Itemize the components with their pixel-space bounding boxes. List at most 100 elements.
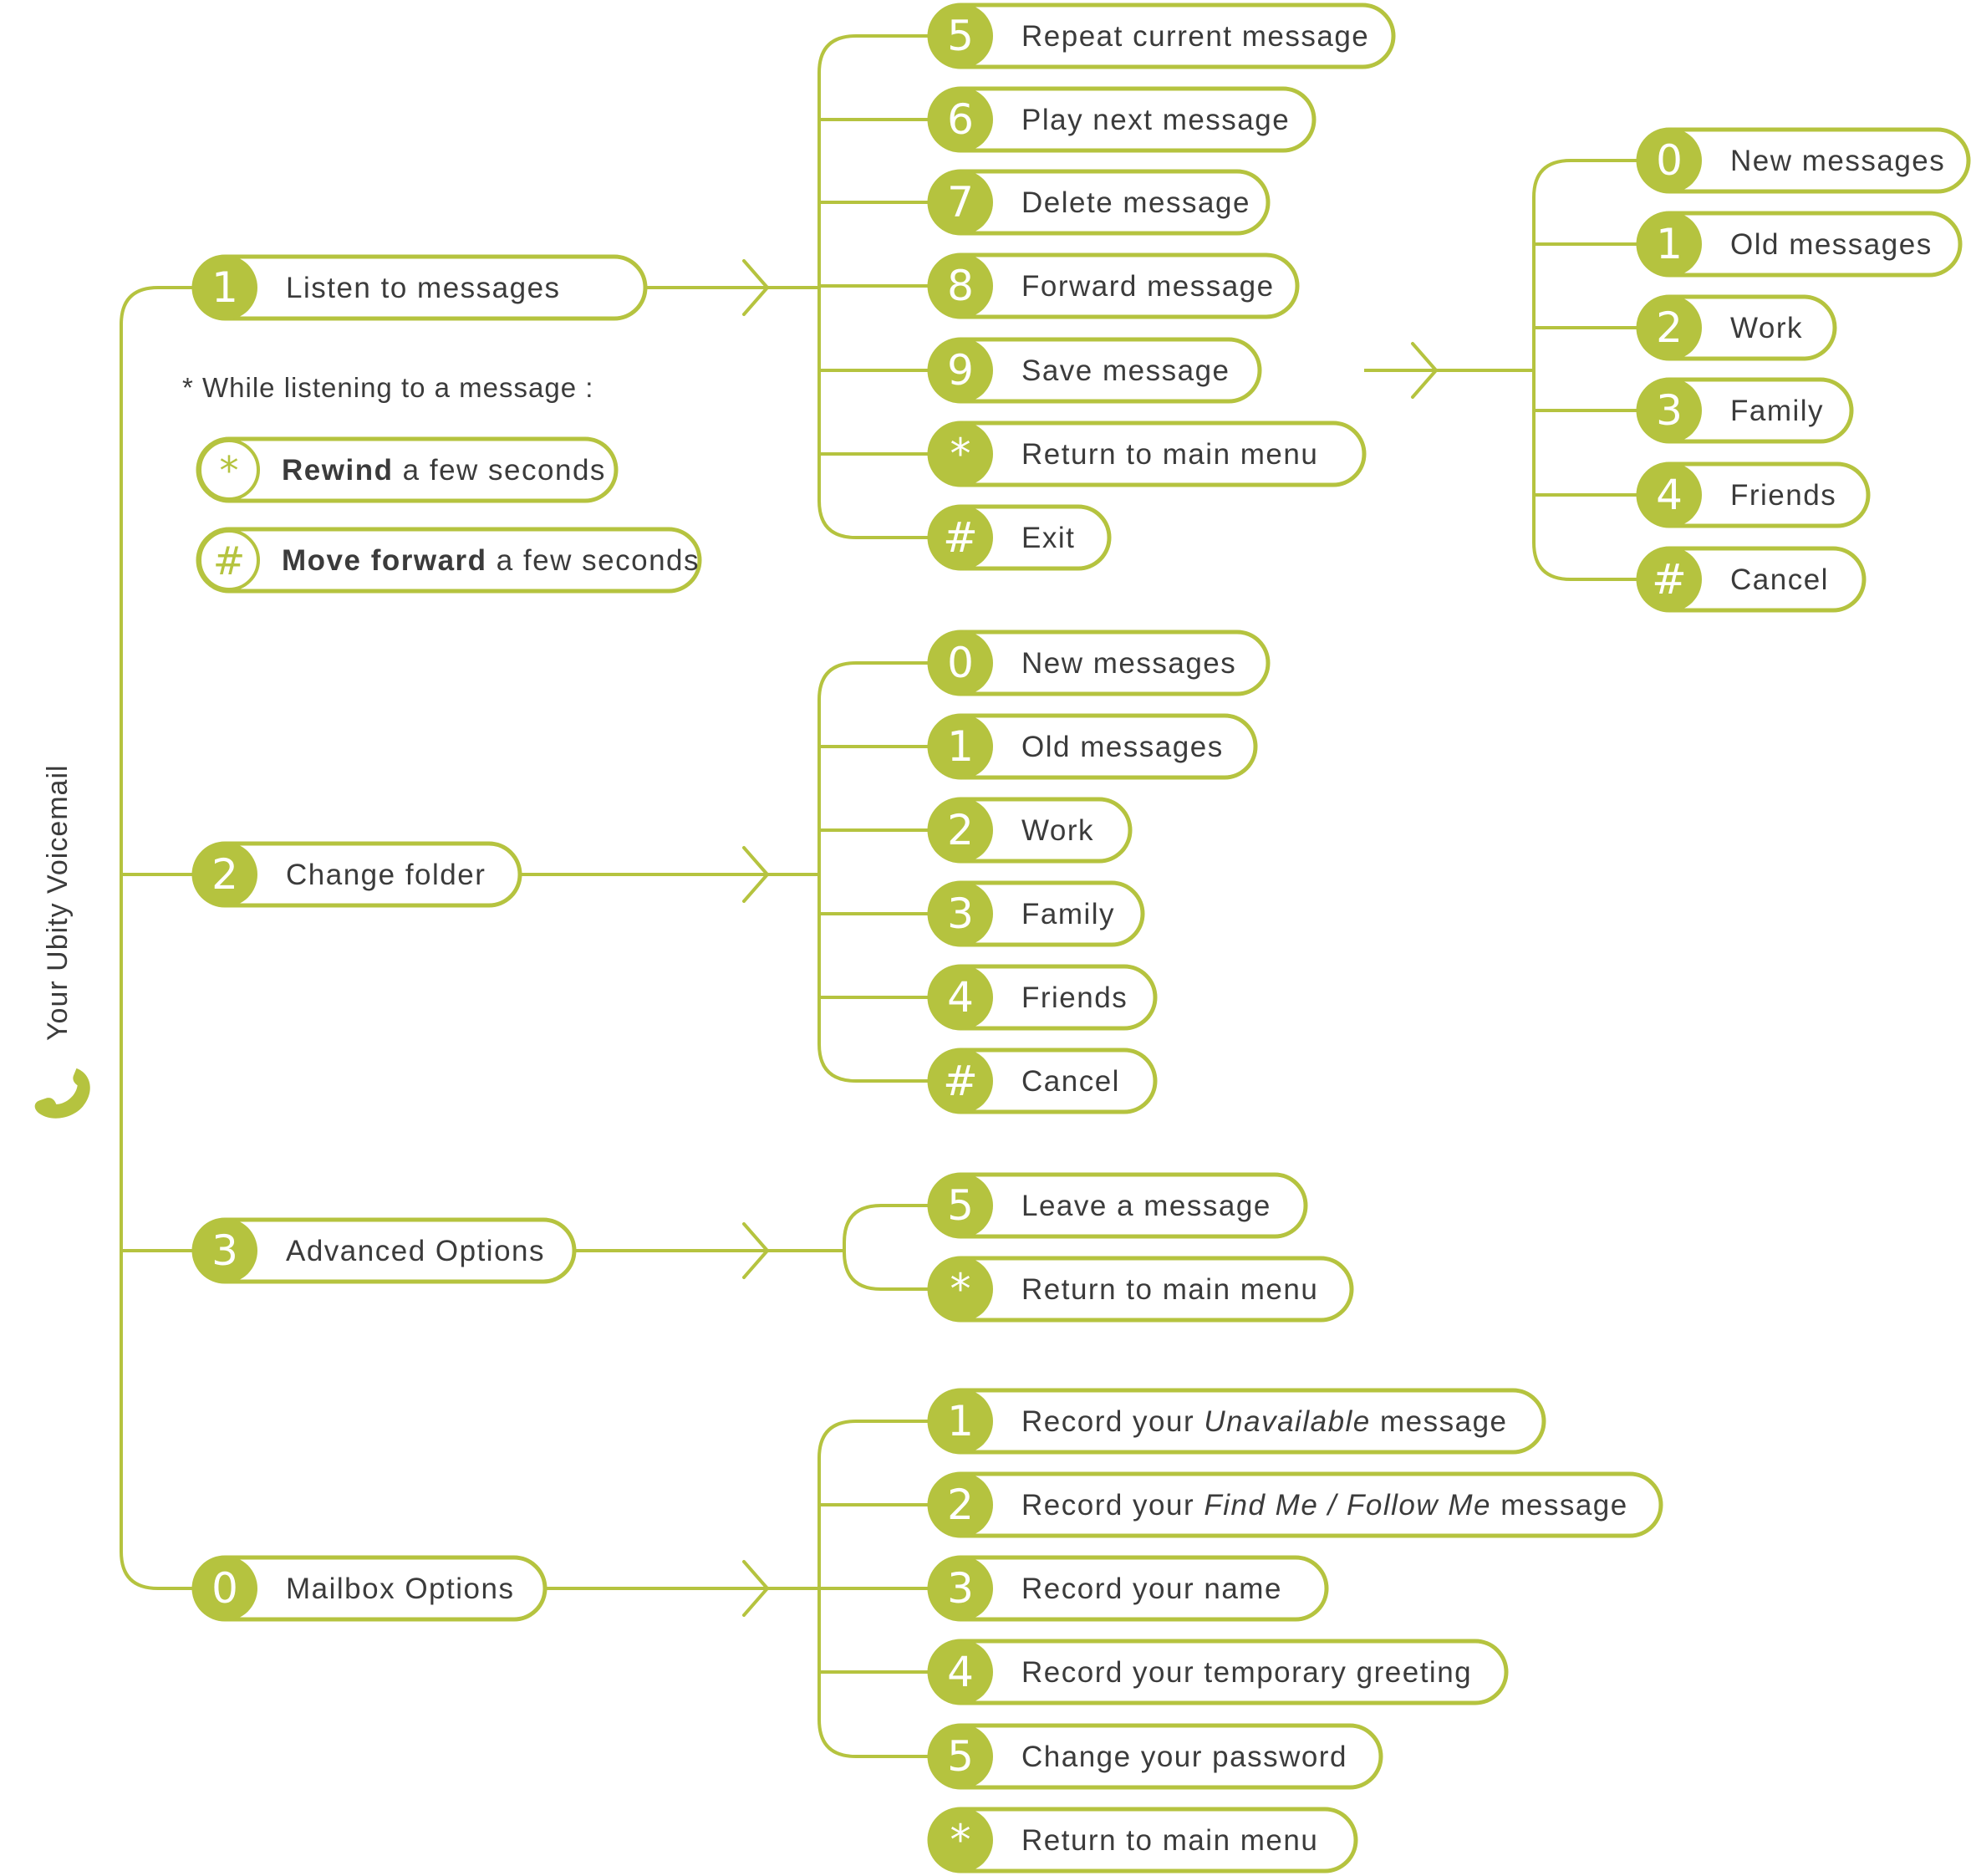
item-label: Family	[1021, 898, 1115, 930]
key-circle	[928, 1556, 993, 1621]
title-group: Your Ubity Voicemail	[42, 764, 74, 1041]
key-label: *	[220, 448, 239, 493]
key-circle	[1637, 378, 1702, 443]
bracket-line	[120, 286, 194, 1590]
key-label: #	[213, 538, 246, 584]
menu-item-work: 2 Work	[1636, 294, 1837, 361]
key-label: 8	[947, 262, 974, 310]
key-label: 2	[1656, 303, 1683, 352]
key-label: 3	[947, 1564, 974, 1613]
item-label: Delete message	[1021, 186, 1250, 219]
key-circle	[1637, 547, 1702, 612]
key-circle	[928, 1048, 993, 1114]
menu-item-cancel: #Cancel	[1636, 546, 1867, 613]
key-label: 0	[211, 1564, 238, 1613]
item-label: Record your Find Me / Follow Me message	[1021, 1489, 1628, 1522]
item-label: Move forward a few seconds	[282, 544, 700, 577]
menu-item-return-to-main-menu: *Return to main menu	[927, 1807, 1358, 1873]
menu-item-play-next-message: 6 Play next message	[927, 86, 1317, 153]
item-label: Exit	[1021, 522, 1075, 554]
key-label: #	[943, 513, 978, 562]
key-circle	[928, 1807, 993, 1873]
key-circle	[1637, 212, 1702, 277]
item-label: Save message	[1021, 354, 1230, 387]
item-label: Return to main menu	[1021, 1273, 1318, 1306]
key-circle	[192, 842, 257, 907]
key-label: 4	[1656, 471, 1683, 519]
connector-lines	[120, 34, 1638, 1758]
key-circle	[192, 1556, 257, 1621]
item-label: Old messages	[1021, 731, 1224, 763]
menu-item-exit: # Exit	[927, 504, 1112, 571]
key-label: 2	[211, 850, 238, 899]
key-circle	[928, 1173, 993, 1238]
key-circle	[928, 881, 993, 946]
bracket-line	[817, 661, 929, 1083]
item-label: Work	[1021, 814, 1094, 847]
key-circle	[928, 1639, 993, 1705]
key-circle	[928, 630, 993, 696]
key-circle	[928, 3, 993, 69]
menu-item-work: 2 Work	[927, 797, 1133, 864]
key-label: *	[950, 1816, 971, 1864]
key-circle	[928, 87, 993, 152]
key-label: 1	[211, 263, 238, 312]
key-label: 3	[211, 1226, 238, 1275]
item-label: Mailbox Options	[286, 1573, 514, 1605]
item-label: Advanced Options	[286, 1235, 545, 1267]
key-circle	[928, 1257, 993, 1322]
key-label: 0	[1656, 136, 1683, 185]
item-label: Record your Unavailable message	[1021, 1405, 1508, 1438]
key-label: #	[943, 1057, 978, 1105]
diagram-title: Your Ubity Voicemail	[42, 764, 74, 1041]
key-circle	[928, 1389, 993, 1454]
arrows	[742, 259, 1438, 1617]
key-label: 1	[947, 722, 974, 771]
key-label: #	[1652, 555, 1687, 604]
menu-item-return-to-main-menu: * Return to main menu	[927, 1256, 1354, 1323]
key-label: 1	[1656, 220, 1683, 268]
phone-icon	[34, 1068, 90, 1119]
key-circle	[928, 505, 993, 570]
item-label: Return to main menu	[1021, 438, 1318, 471]
item-label: Work	[1730, 312, 1803, 344]
menu-item-advanced-options: 3 Advanced Options	[191, 1217, 577, 1284]
key-label: 6	[947, 95, 974, 144]
key-circle	[198, 439, 260, 501]
key-label: 0	[947, 639, 974, 687]
arrow-to-save-submenu	[1411, 342, 1438, 399]
key-label: *	[950, 1265, 971, 1313]
item-label: Record your name	[1021, 1573, 1282, 1605]
key-label: 5	[947, 1732, 974, 1781]
key-circle	[928, 253, 993, 319]
key-label: 3	[947, 890, 974, 938]
key-circle	[198, 529, 260, 591]
key-circle	[1637, 128, 1702, 193]
item-label: Record your temporary greeting	[1021, 1656, 1472, 1689]
menu-item-change-folder: 2 Change folder	[191, 841, 522, 908]
menu-item-record-your-name: 3 Record your name	[927, 1555, 1329, 1622]
key-circle	[1637, 462, 1702, 528]
menu-item-new-messages: 0 New messages	[927, 630, 1271, 696]
arrow-to-submenu	[742, 1560, 769, 1617]
key-circle	[192, 1218, 257, 1283]
item-label: Change folder	[286, 859, 486, 891]
bracket-line	[1532, 159, 1638, 581]
item-label: Play next message	[1021, 104, 1290, 136]
key-label: 2	[947, 806, 974, 854]
key-circle	[928, 714, 993, 779]
item-label: Leave a message	[1021, 1190, 1271, 1222]
item-label: New messages	[1021, 647, 1236, 680]
key-circle	[192, 255, 257, 320]
